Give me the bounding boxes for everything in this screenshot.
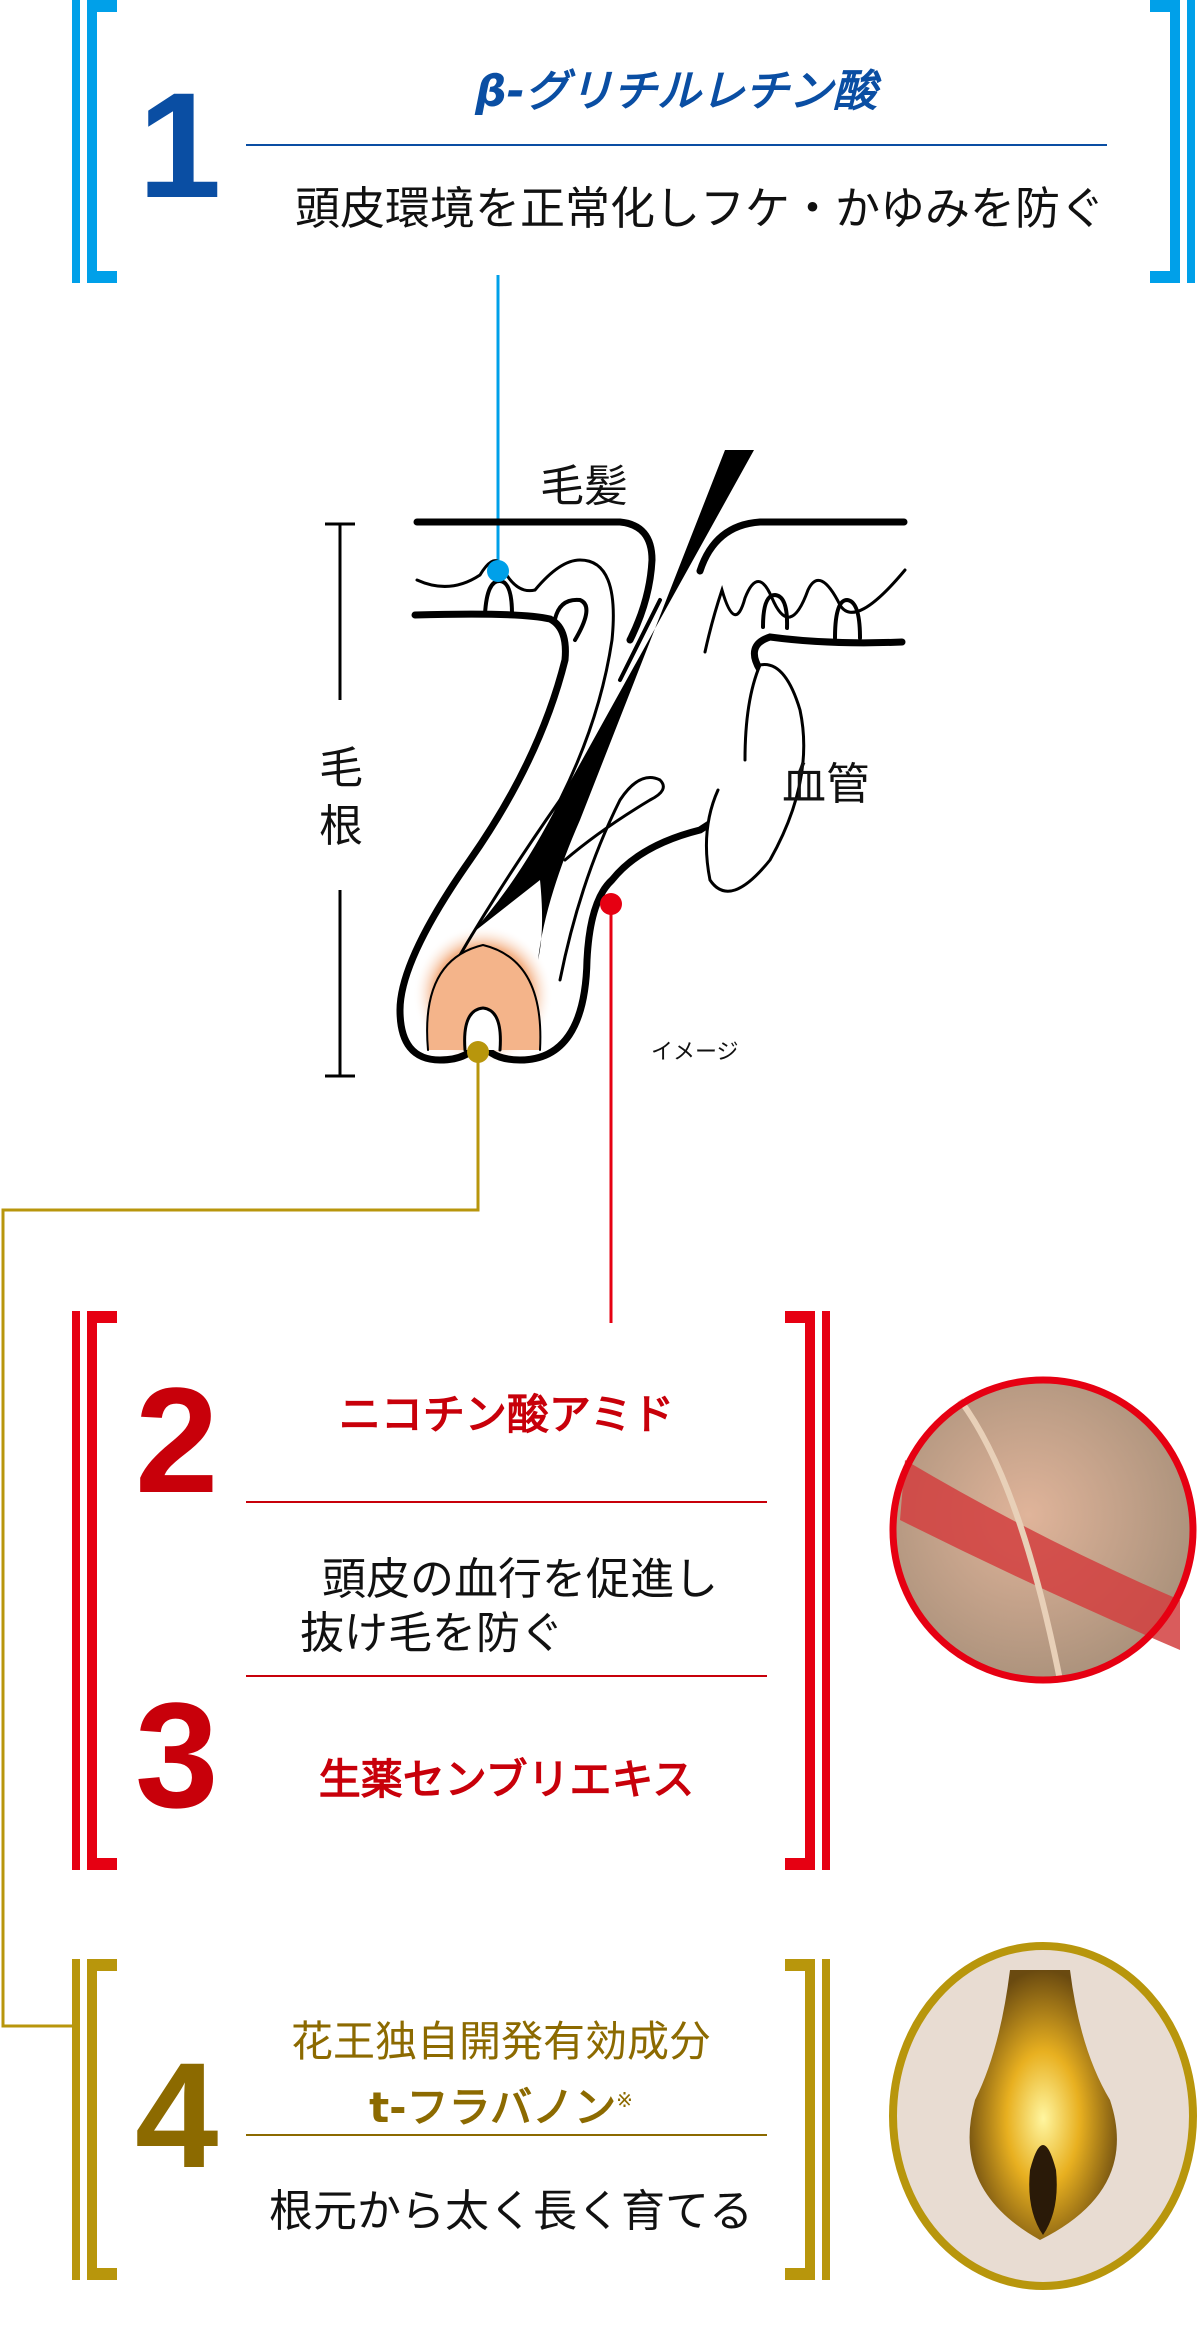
connector-4 bbox=[1, 1052, 480, 2028]
hair-follicle-diagram bbox=[396, 450, 908, 1065]
label-hair: 毛髪 bbox=[540, 461, 628, 512]
ingredient-effect: 根元から太く長く育てる bbox=[269, 2186, 753, 2237]
ingredient-name: t-フラバノン bbox=[369, 2083, 617, 2132]
ingredient-name-line1: 花王独自開発有効成分 bbox=[290, 2017, 711, 2066]
label-blood-vessel: 血管 bbox=[782, 759, 870, 810]
divider bbox=[246, 1501, 767, 1503]
ingredient-name-3: 生薬センブリエキス bbox=[318, 1755, 695, 1804]
connector-1-dot bbox=[487, 560, 509, 582]
bracket-right bbox=[785, 1311, 830, 1870]
bracket-right bbox=[785, 1959, 830, 2280]
ingredient-name: β-グリチルレチン酸 bbox=[475, 66, 877, 117]
connector-4-dot bbox=[467, 1041, 489, 1063]
hair-bulb-photo bbox=[889, 1942, 1197, 2290]
bracket-left bbox=[72, 1959, 117, 2280]
ingredient-number: 1 bbox=[138, 61, 222, 229]
ingredient-effect-line1: 頭皮の血行を促進し bbox=[322, 1554, 718, 1605]
connector-2-dot bbox=[600, 893, 622, 915]
bracket-left bbox=[72, 0, 117, 283]
bracket-right bbox=[1150, 0, 1195, 283]
ingredient-effect-line2: 抜け毛を防ぐ bbox=[300, 1608, 564, 1659]
bracket-left bbox=[72, 1311, 117, 1870]
ingredient-number-2: 2 bbox=[135, 1356, 219, 1524]
divider bbox=[246, 2134, 767, 2136]
image-note: イメージ bbox=[651, 1040, 739, 1065]
ingredient-number-4: 4 bbox=[135, 2031, 219, 2199]
scalp-blood-vessel-photo bbox=[889, 1376, 1197, 1684]
footnote-mark: ※ bbox=[616, 2088, 633, 2112]
divider bbox=[246, 144, 1107, 146]
ingredient-name-2: ニコチン酸アミド bbox=[338, 1390, 675, 1439]
root-length-marker bbox=[325, 522, 355, 1078]
ingredient-number-3: 3 bbox=[135, 1671, 219, 1839]
divider bbox=[246, 1675, 767, 1677]
ingredient-effect: 頭皮環境を正常化しフケ・かゆみを防ぐ bbox=[294, 182, 1105, 235]
ingredient-name-line2: t-フラバノン※ bbox=[236, 2074, 766, 2135]
label-root: 毛根 bbox=[319, 743, 363, 852]
